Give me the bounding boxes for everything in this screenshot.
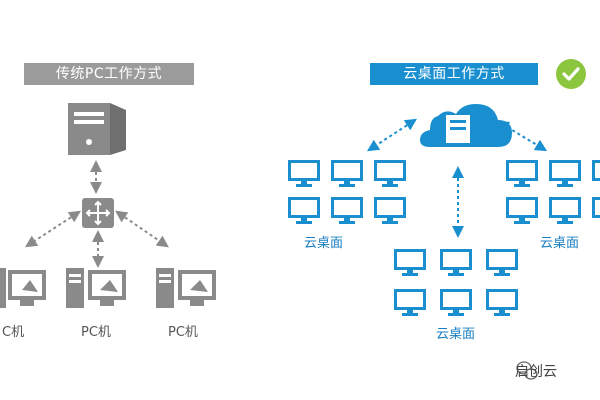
monitor-icon	[374, 197, 406, 224]
pc-label: C机	[2, 325, 25, 340]
monitor-icon	[288, 197, 320, 224]
monitor-icon	[549, 160, 581, 187]
monitor-icon	[394, 249, 426, 276]
monitor-icon	[486, 289, 518, 316]
cloud-desktop-group-label: 云桌面	[540, 236, 580, 251]
connector-switch-pc-right	[115, 210, 169, 248]
monitor-icon	[374, 160, 406, 187]
cloud-desktop-group-label: 云桌面	[436, 327, 476, 342]
monitor-icon	[592, 160, 600, 181]
connector-cloud-right-group	[496, 120, 548, 152]
monitor-icon	[288, 160, 320, 187]
central-server-icon	[68, 103, 126, 155]
cloud-server-icon	[420, 104, 512, 147]
network-switch-icon	[82, 198, 114, 228]
cloud-desktop-group-label: 云桌面	[304, 236, 344, 251]
monitor-icon	[506, 197, 538, 224]
connector-switch-pc-left	[24, 210, 82, 248]
monitor-icon	[331, 197, 363, 224]
cloud-desktop-group-bottom	[394, 249, 518, 316]
monitor-icon	[506, 160, 538, 187]
monitor-icon	[440, 289, 472, 316]
pc-tower-icon	[156, 268, 216, 308]
pc-label: PC机	[168, 325, 198, 340]
monitor-icon	[592, 197, 600, 218]
watermark-text: 启创云	[515, 364, 557, 380]
monitor-icon	[331, 160, 363, 187]
connector-cloud-left-group	[366, 118, 418, 152]
monitor-icon	[549, 197, 581, 224]
cloud-desktop-group-right	[506, 160, 600, 224]
wechat-icon	[516, 361, 538, 380]
check-icon	[556, 59, 586, 89]
monitor-icon	[486, 249, 518, 276]
pc-label: PC机	[81, 325, 111, 340]
cloud-desktop-title: 云桌面工作方式	[370, 63, 538, 85]
pc-tower-icon	[66, 268, 126, 308]
monitor-icon	[440, 249, 472, 276]
monitor-icon	[394, 289, 426, 316]
cloud-desktop-group-left	[288, 160, 406, 224]
pc-tower-icon	[0, 268, 46, 308]
traditional-pc-title: 传统PC工作方式	[24, 63, 194, 85]
